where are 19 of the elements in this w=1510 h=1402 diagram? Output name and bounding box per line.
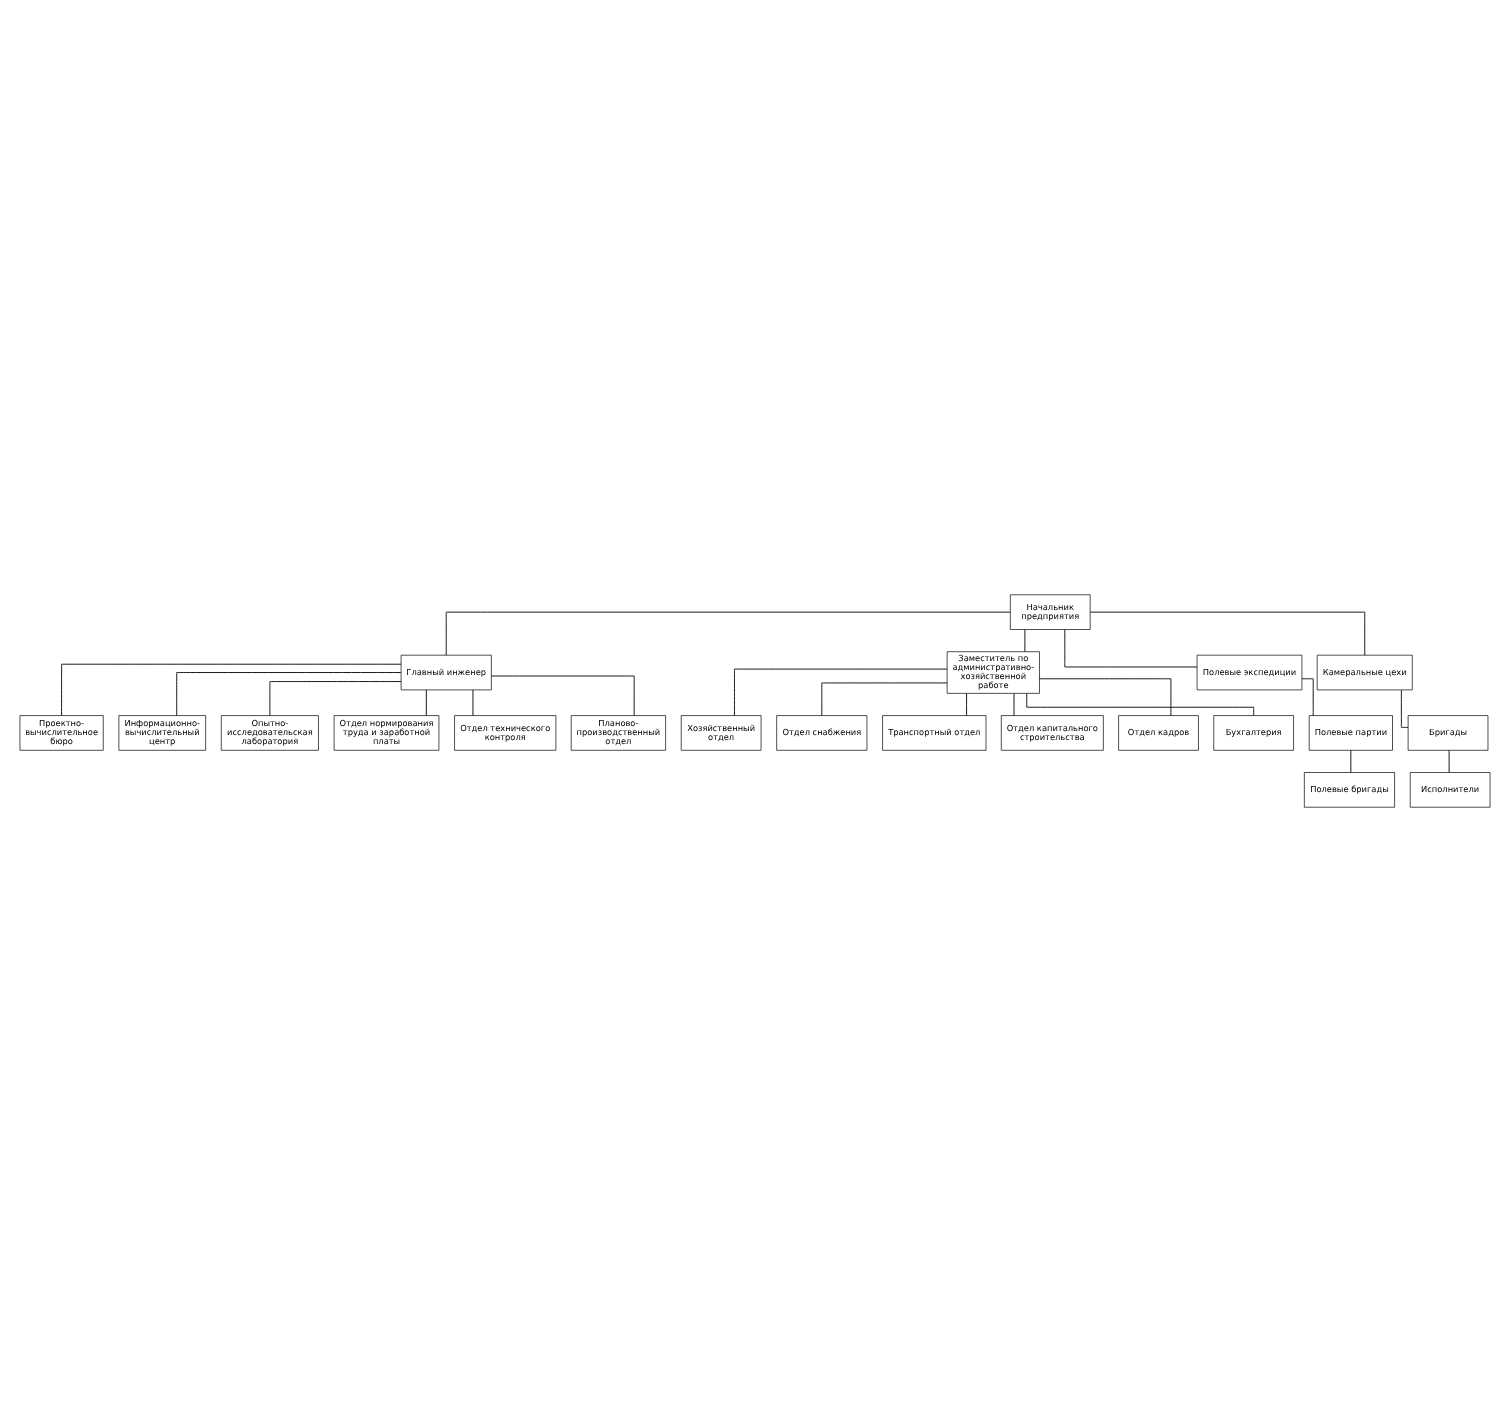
- connector: [1448, 749, 1450, 773]
- connector: [1013, 693, 1015, 716]
- connector: [1039, 678, 1172, 716]
- connector: [1024, 629, 1026, 653]
- connector: [491, 675, 635, 716]
- connector: [1301, 678, 1314, 716]
- connector: [966, 693, 968, 716]
- connector: [425, 689, 427, 716]
- connector: [1089, 611, 1366, 656]
- connector: [1064, 629, 1198, 668]
- connector: [472, 689, 474, 716]
- connector: [445, 611, 1011, 656]
- connector: [61, 663, 402, 716]
- connector: [1350, 749, 1352, 773]
- connector: [1400, 689, 1409, 728]
- connector: [821, 682, 948, 716]
- connector: [176, 672, 402, 716]
- connector: [269, 681, 402, 716]
- connector: [734, 668, 948, 716]
